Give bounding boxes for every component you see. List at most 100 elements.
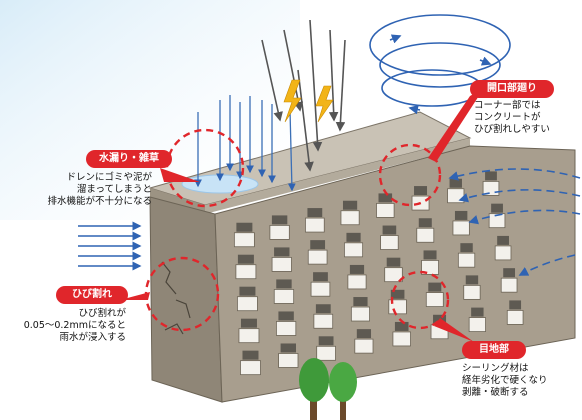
window: [236, 222, 253, 232]
window: [356, 329, 372, 339]
balcony: [457, 252, 476, 268]
balcony: [452, 220, 470, 236]
window: [276, 279, 292, 289]
wind-arrows-left: [78, 221, 142, 271]
roof-edge-front: [205, 138, 470, 214]
window: [240, 318, 257, 328]
window: [382, 225, 397, 235]
balcony: [313, 313, 334, 329]
balcony: [350, 306, 370, 322]
window: [313, 272, 328, 282]
note-line: ひび割れしやすい: [474, 124, 550, 135]
window: [346, 232, 361, 242]
window: [465, 275, 479, 285]
balcony: [307, 249, 328, 265]
balcony: [316, 345, 336, 361]
window: [394, 321, 409, 331]
note-crack: ひび割れが 0.05～0.2mmになると 雨水が浸入する: [4, 308, 126, 344]
window: [491, 203, 503, 213]
balcony: [392, 331, 411, 347]
window: [271, 215, 288, 225]
balcony: [494, 245, 512, 261]
lightning-bolts: [283, 79, 334, 123]
balcony: [347, 274, 367, 290]
balcony: [238, 328, 260, 344]
balcony-grid: [233, 171, 524, 376]
note-line: 雨水が浸入する: [59, 332, 126, 343]
window: [485, 171, 497, 181]
wind-arrows-right: [448, 168, 581, 276]
note-roof-leak: ドレンにゴミや泥が 溜まってしまうと 排水機能が不十分になる: [24, 172, 152, 208]
window: [386, 257, 401, 267]
window: [307, 208, 323, 218]
note-line: 排水機能が不十分になる: [47, 196, 152, 207]
window: [239, 286, 256, 296]
balcony: [305, 217, 325, 233]
badge-opening: 開口部廻り: [470, 80, 554, 98]
balcony: [233, 232, 255, 248]
circle-joint: [390, 270, 450, 330]
window: [278, 311, 294, 321]
window: [460, 243, 473, 253]
balcony: [447, 188, 465, 204]
rain-streaks: [194, 95, 296, 192]
balcony: [276, 321, 297, 336]
driving-rain-arrows: [261, 19, 346, 172]
note-line: 経年劣化で硬くなり: [462, 375, 548, 386]
note-line: 溜まってしまうと: [76, 184, 152, 195]
window: [497, 235, 509, 245]
window: [342, 200, 358, 210]
balcony: [416, 227, 435, 243]
balcony: [354, 338, 374, 354]
badge-joint: 目地部: [462, 341, 526, 359]
balcony: [421, 260, 439, 275]
note-line: シーリング材は: [462, 363, 529, 374]
window: [315, 304, 331, 314]
note-line: コーナー部では: [474, 100, 541, 111]
badge-roof-leak: 水漏り・雑草: [86, 150, 172, 168]
window: [423, 250, 437, 260]
window: [449, 178, 462, 188]
window: [349, 264, 365, 274]
balcony: [468, 317, 486, 333]
note-line: ドレンにゴミや泥が: [66, 172, 152, 183]
window: [418, 218, 432, 228]
window: [471, 307, 484, 317]
wall-crack-lines: [161, 261, 191, 335]
balcony: [384, 267, 403, 283]
window: [318, 336, 334, 346]
balcony: [310, 281, 331, 297]
circle-opening: [378, 143, 442, 207]
trees: [299, 358, 357, 420]
note-line: コンクリートが: [474, 112, 541, 123]
swirling-wind: [369, 14, 511, 115]
balcony: [380, 235, 399, 250]
window: [509, 300, 522, 310]
balcony: [271, 257, 292, 272]
balcony: [278, 353, 299, 368]
balcony: [340, 210, 360, 226]
window: [242, 350, 259, 360]
balcony: [500, 277, 518, 293]
note-line: ひび割れが: [78, 308, 126, 319]
balcony: [488, 213, 506, 229]
balcony: [376, 203, 395, 218]
window: [378, 193, 393, 203]
circle-roof: [165, 128, 245, 208]
balcony: [273, 289, 295, 304]
note-joint: シーリング材は 経年劣化で硬くなり 剥離・破断する: [462, 363, 548, 399]
building-side-wall: [149, 196, 223, 403]
balcony: [269, 225, 290, 240]
window: [280, 343, 296, 353]
window: [428, 282, 442, 292]
balcony: [506, 310, 524, 325]
window: [310, 240, 326, 250]
balcony: [240, 360, 261, 376]
balcony: [344, 242, 364, 258]
window: [353, 297, 368, 307]
window: [454, 210, 468, 220]
window: [237, 254, 254, 264]
note-opening: コーナー部では コンクリートが ひび割れしやすい: [474, 100, 550, 136]
note-line: 剥離・破断する: [462, 387, 529, 398]
